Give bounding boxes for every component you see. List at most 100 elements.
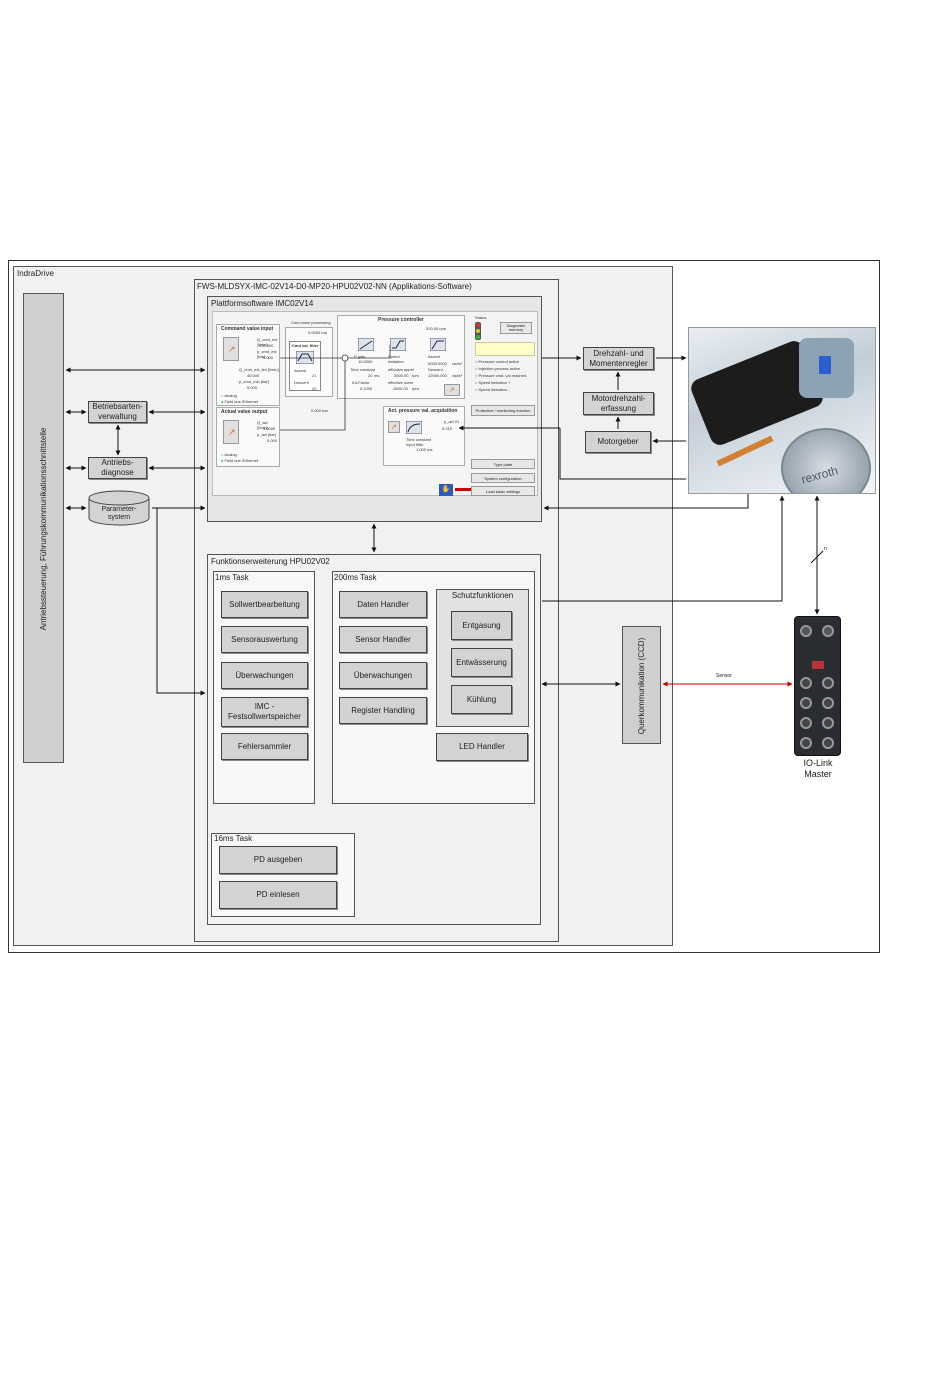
diag-memory-button[interactable]: Diagnostic memory: [500, 322, 532, 334]
task-16ms-title: 16ms Task: [214, 834, 252, 844]
filter-ramp-icon: [296, 351, 314, 364]
fieldbus-radio-2[interactable]: ● Field bus /Ethernet: [221, 458, 258, 463]
system-config-button[interactable]: System configuration: [471, 473, 535, 483]
speedlim-label: Speed limitation: [388, 354, 412, 364]
task200-item-2: Überwachungen: [339, 662, 427, 689]
pump-cover: [781, 428, 871, 494]
cmd-filter-title: Cmd val. filter: [292, 343, 318, 348]
iolink-port-row4b: [822, 737, 834, 749]
platform-screenshot: Command value input ↗ Q_cmd_ext [l/min] …: [212, 311, 538, 496]
bar1-value: 0.0000 bar: [308, 330, 327, 335]
cmd-val-5: 40.000: [247, 373, 259, 378]
ramp-icon: [430, 338, 446, 351]
red-arrow-icon: [455, 488, 471, 491]
schutz-item-0: Entgasung: [451, 611, 512, 640]
querkommunikation-box: Querkommunikation (CCD): [622, 626, 661, 744]
cmd-filter-panel: Cmd val. filter Ascent 21 Descent 20: [289, 341, 321, 391]
cmd-proc-panel: 0.0000 bar Cmd val. filter Ascent 21 Des…: [285, 327, 333, 397]
cmd-val-4: Q_cmd_ext_lim [l/min]: [239, 367, 279, 372]
ascent-value: 21: [312, 373, 316, 378]
betriebsarten-box: Betriebsarten- verwaltung: [88, 401, 147, 423]
p-act-01-label: p_act 01: [444, 419, 459, 424]
parameter-system-label: Parameter- system: [88, 504, 150, 524]
q-act-value: 3.0000: [263, 426, 275, 431]
iolink-port-row1b: [822, 677, 834, 689]
actual-output-icon: ↗: [223, 420, 239, 444]
acquisition-wrench-icon[interactable]: ↗: [388, 421, 400, 433]
pgain-value: 10.0000: [358, 359, 372, 364]
rad-unit-2: rad/s²: [452, 373, 462, 378]
pressure-ctrl-panel: Pressure controller 200.00 rpm P gain 10…: [337, 315, 465, 399]
blue-connector: [819, 356, 831, 374]
task1-item-0: Sollwertbearbeitung: [221, 591, 308, 618]
timeconst-value: 20: [368, 373, 372, 378]
analog-radio-2[interactable]: ○ Analog: [221, 452, 237, 457]
acquisition-filter-icon: [406, 421, 422, 434]
flag-1: ○ Injection process active: [475, 366, 520, 371]
ascent2-label: Ascent: [428, 354, 440, 359]
protective-button[interactable]: Protective / monitoring function: [471, 405, 535, 416]
n-label: n: [824, 546, 827, 552]
schutz-item-1: Entwässerung: [451, 648, 512, 677]
application-title: FWS-MLDSYX-IMC-02V14-D0-MP20-HPU02V02-NN…: [197, 282, 472, 292]
p-act-value: 0.000: [267, 438, 277, 443]
task200-item-3: Register Handling: [339, 697, 427, 724]
interface-bar-label: Antriebssteuerung, Führungskommunikation…: [39, 309, 49, 749]
rpm-value: 200.00 rpm: [426, 326, 446, 331]
task200-item-1: Sensor Handler: [339, 626, 427, 653]
schutz-title: Schutzfunktionen: [436, 591, 529, 601]
descent-label: Descent: [294, 380, 309, 385]
flag-4: ○ Speed limitation -: [475, 387, 509, 392]
task-200ms-title: 200ms Task: [334, 573, 377, 583]
p-act-01-value: 0.015: [442, 426, 452, 431]
load-basic-button[interactable]: Load basic settings: [471, 486, 535, 496]
fieldbus-radio[interactable]: ● Field bus /Ethernet: [221, 399, 258, 404]
querkommunikation-label: Querkommunikation (CCD): [637, 627, 647, 745]
acquisition-panel: Act. pressure val. acquisition ↗ p_act 0…: [383, 406, 465, 466]
status-label: Status: [475, 315, 486, 320]
flag-0: ○ Pressure control active: [475, 359, 519, 364]
iolink-port-row4a: [800, 737, 812, 749]
actual-output-panel: Actual value output ↗ Q_act [l/min] 3.00…: [216, 407, 280, 467]
rad-unit-1: rad/s²: [452, 361, 462, 366]
effupper-label: effective upper: [388, 367, 414, 372]
task1-item-2: Überwachungen: [221, 662, 308, 689]
cmd-val-1: 200.000: [259, 343, 273, 348]
pressure-wrench-icon[interactable]: ↗: [444, 384, 460, 396]
schutz-item-2: Kühlung: [451, 685, 512, 714]
cmd-val-6: p_cmd_min [bar]: [239, 379, 269, 384]
task16-item-1: PD einlesen: [219, 881, 337, 909]
drehzahl-regler-box: Drehzahl- und Momentenregler: [583, 347, 654, 370]
inp-filter-value: 1.000 ms: [416, 447, 432, 452]
speedlim-icon: [390, 338, 406, 351]
indradrive-label: IndraDrive: [17, 269, 54, 279]
iolink-port-row2b: [822, 697, 834, 709]
motor-photo: rexroth: [688, 327, 876, 494]
timeconst-unit: ms: [374, 373, 379, 378]
cmd-proc-label: Cmd value processing: [291, 320, 331, 325]
yellow-light: [476, 329, 480, 333]
descent2-value: 12000.000: [428, 373, 447, 378]
kd-value: 0.1000: [360, 386, 372, 391]
ascent2-value: 9000.0000: [428, 361, 447, 366]
type-plate-button[interactable]: Type plate: [471, 459, 535, 469]
interface-bar: Antriebssteuerung, Führungskommunikation…: [23, 293, 64, 763]
iolink-top-port-2: [822, 625, 834, 637]
acquisition-title: Act. pressure val. acquisition: [388, 409, 457, 414]
pressure-ctrl-title: Pressure controller: [378, 318, 424, 323]
actual-output-title: Actual value output: [221, 410, 267, 415]
efflower-value: -3000.00: [392, 386, 408, 391]
efflower-label: effective lower: [388, 380, 414, 385]
iolink-master-label: IO-Link Master: [786, 757, 850, 781]
analog-radio[interactable]: ○ Analog: [221, 393, 237, 398]
task200-item-0: Daten Handler: [339, 591, 427, 618]
task1-item-3: IMC - Festsollwertspeicher: [221, 697, 308, 727]
flag-2: ○ Pressure cmd. val reached: [475, 373, 526, 378]
rpm-unit-2: rpm: [412, 386, 419, 391]
inp-filter-label: Time constant Input filter: [406, 437, 434, 447]
flag-3: ○ Speed limitation +: [475, 380, 510, 385]
iolink-master-device: [794, 616, 841, 756]
task1-item-4: Fehlersammler: [221, 733, 308, 760]
pgain-icon: [358, 338, 374, 351]
platform-title: Plattformsoftware IMC02V14: [211, 299, 313, 309]
